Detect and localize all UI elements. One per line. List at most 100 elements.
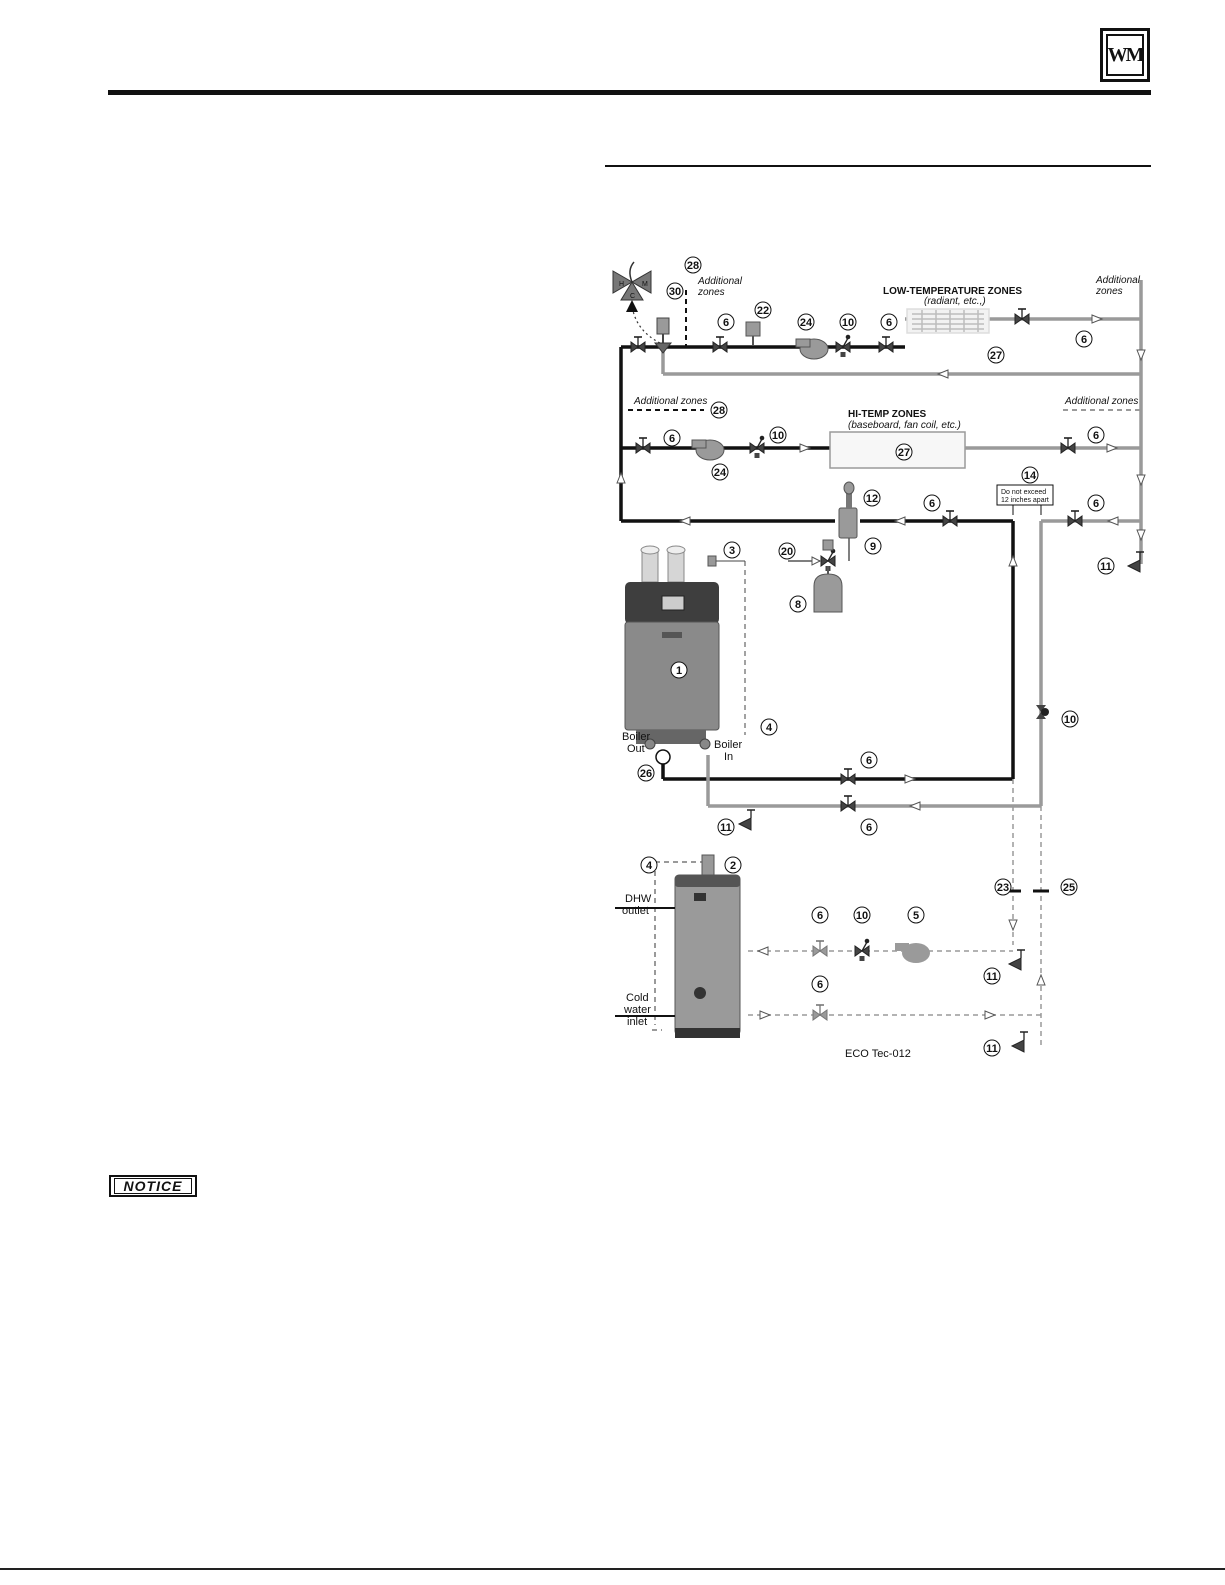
callout-text: 4 — [766, 722, 773, 734]
callout-text: 9 — [870, 541, 876, 553]
fill-valve-actuator — [822, 539, 834, 551]
spacing-note: 12 inches apart — [1001, 497, 1049, 504]
callout-6 — [1087, 426, 1105, 444]
isolation-valve — [1014, 308, 1030, 325]
callout-text: 11 — [1100, 561, 1112, 573]
additional-zones-label: Additional zones — [1064, 396, 1138, 407]
additional-zones-label: Additional — [697, 276, 743, 287]
callout-28 — [684, 256, 702, 274]
callout-text: 25 — [1063, 882, 1075, 894]
cold-water-inlet-label: Cold — [626, 992, 649, 1004]
hi-temp-zones-title: HI-TEMP ZONES — [848, 409, 926, 420]
callout-11 — [983, 967, 1001, 985]
callout-text: 3 — [729, 545, 735, 557]
callout-6 — [1075, 330, 1093, 348]
callout-24 — [711, 463, 729, 481]
callout-8 — [789, 595, 807, 613]
mixer-label-h: H — [619, 281, 624, 288]
flow-arrows — [616, 314, 1146, 1020]
logo: WM — [1100, 28, 1150, 82]
notice-label: NOTICE — [113, 1178, 193, 1194]
callout-text: 11 — [986, 971, 998, 983]
drain-valve — [1008, 949, 1026, 971]
flow-check-valve-vertical — [1036, 705, 1049, 719]
callout-text: 6 — [866, 822, 872, 834]
callout-text: 6 — [929, 498, 935, 510]
callout-text: 27 — [898, 447, 910, 459]
callout-text: 11 — [986, 1043, 998, 1055]
isolation-valve — [1060, 437, 1076, 454]
mixer-control — [612, 261, 652, 301]
cold-water-inlet-label: inlet — [627, 1016, 647, 1028]
dhw-outlet-label: outlet — [622, 905, 649, 917]
section-rule — [605, 165, 1151, 167]
callout-30 — [666, 282, 684, 300]
callout-text: 10 — [842, 317, 854, 329]
isolation-valve — [1067, 510, 1083, 527]
isolation-valve — [878, 336, 894, 353]
radiant-coil — [906, 308, 990, 334]
component-26 — [655, 749, 671, 765]
callout-text: 8 — [795, 599, 801, 611]
callout-text: 24 — [714, 467, 727, 479]
callout-6 — [811, 975, 829, 993]
callout-11 — [717, 818, 735, 836]
callout-text: 6 — [886, 317, 892, 329]
mixer-label-m: M — [642, 281, 648, 288]
header-rule — [108, 90, 1151, 95]
callout-2 — [724, 856, 742, 874]
callout-6 — [717, 313, 735, 331]
boiler-in-label: Boiler — [714, 739, 742, 751]
callout-6 — [860, 818, 878, 836]
callout-14 — [1021, 466, 1039, 484]
mixing-valve — [653, 317, 673, 354]
additional-zones-label: Additional zones — [633, 396, 707, 407]
flow-check-valve — [749, 435, 765, 459]
callout-text: 28 — [713, 405, 725, 417]
callout-text: 6 — [866, 755, 872, 767]
callout-1 — [670, 661, 688, 679]
logo-mark: WM — [1106, 34, 1144, 76]
additional-zones-label: zones — [697, 287, 725, 298]
callout-text: 10 — [1064, 714, 1076, 726]
isolation-valve — [840, 795, 856, 812]
callout-text: 22 — [757, 305, 769, 317]
boiler-in-label: In — [724, 751, 733, 763]
air-separator — [838, 481, 858, 539]
dashed-piping — [628, 290, 1141, 1045]
callout-20 — [778, 542, 796, 560]
circulator-pump — [795, 338, 829, 360]
isolation-valve — [630, 336, 646, 353]
callout-text: 4 — [646, 860, 653, 872]
flow-check-valve — [835, 334, 851, 358]
callout-10 — [1061, 710, 1079, 728]
callout-text: 10 — [772, 430, 784, 442]
indirect-water-heater — [674, 854, 741, 1038]
figure-id: ECO Tec-012 — [845, 1048, 911, 1060]
callout-text: 20 — [781, 546, 793, 558]
low-temp-zones-title: LOW-TEMPERATURE ZONES — [883, 286, 1022, 297]
callout-22 — [754, 301, 772, 319]
callout-11 — [983, 1039, 1001, 1057]
dhw-outlet-label: DHW — [625, 893, 652, 905]
additional-zones-label: zones — [1095, 286, 1123, 297]
callout-28 — [710, 401, 728, 419]
notice-badge: NOTICE — [109, 1175, 197, 1197]
callout-4 — [760, 718, 778, 736]
callout-6 — [1087, 494, 1105, 512]
callout-10 — [853, 906, 871, 924]
callout-text: 6 — [1093, 498, 1099, 510]
callout-text: 5 — [913, 910, 919, 922]
callout-text: 26 — [640, 768, 652, 780]
isolation-valve — [812, 940, 828, 957]
isolation-valve — [635, 437, 651, 454]
low-temp-zones-subtitle: (radiant, etc.,) — [924, 296, 986, 307]
callout-26 — [637, 764, 655, 782]
spacing-note: Do not exceed — [1001, 489, 1046, 496]
additional-zones-label: Additional — [1095, 275, 1141, 286]
expansion-tank — [813, 566, 843, 613]
callout-6 — [923, 494, 941, 512]
spacing-note-box — [996, 484, 1054, 506]
drain-valve — [1011, 1031, 1029, 1053]
